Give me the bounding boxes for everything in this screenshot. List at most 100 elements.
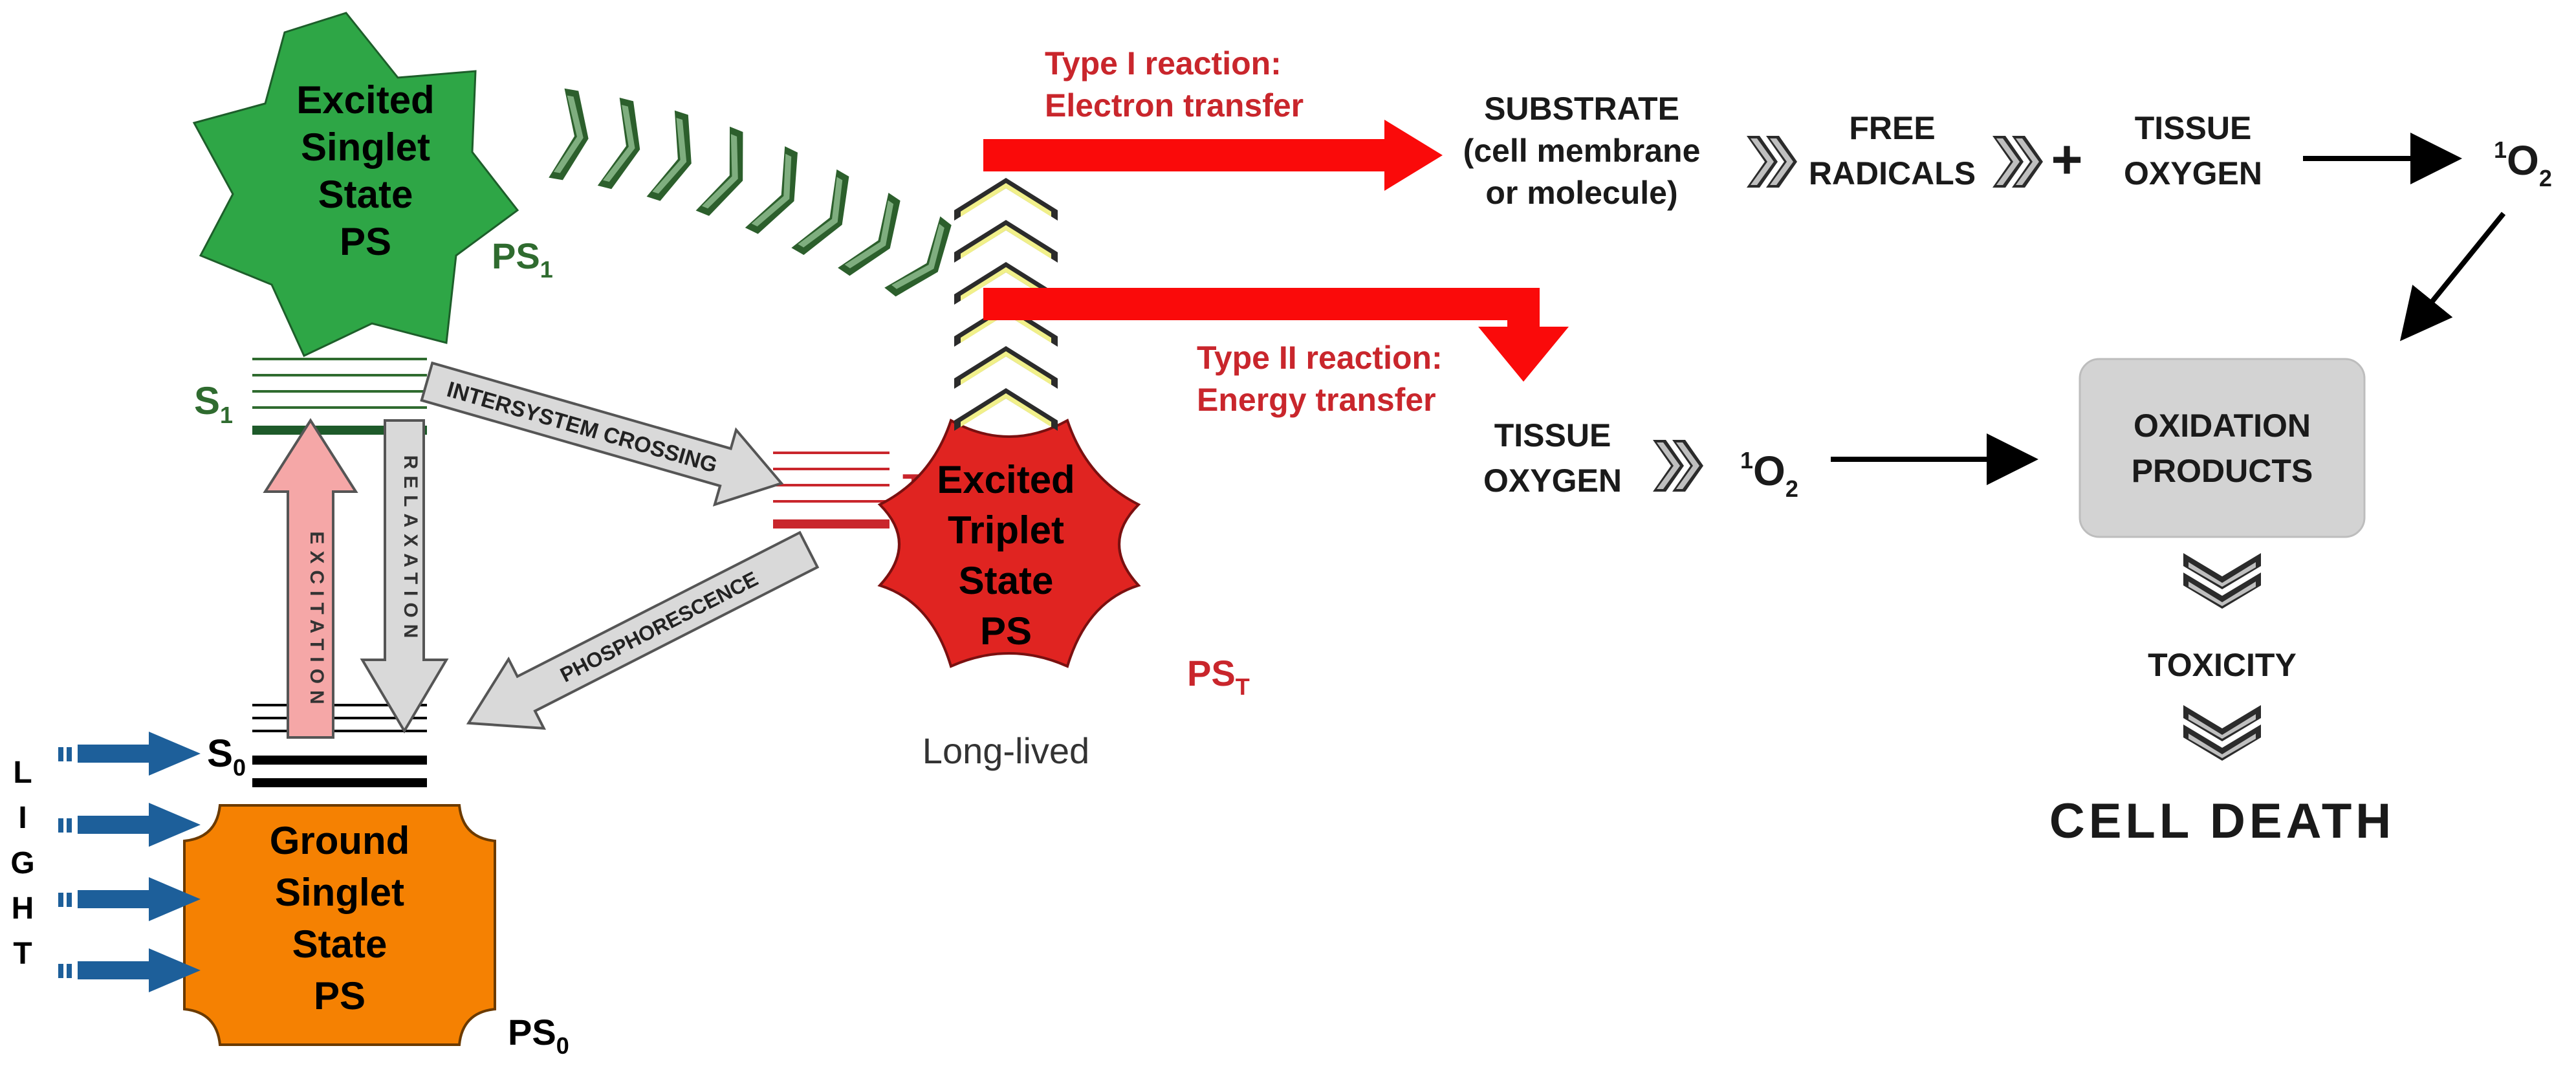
excited-triplet-shape [877, 419, 1141, 668]
t-levels [773, 452, 890, 529]
ps1-sub: 1 [540, 256, 553, 283]
substrate-line-1: SUBSTRATE [1484, 91, 1679, 127]
toxicity-label: TOXICITY [2148, 647, 2297, 683]
singlet-oxygen-2-sup: 1 [1740, 447, 1753, 474]
yellow-chevron [954, 178, 1058, 221]
excited-singlet-line-1: Excited [296, 78, 434, 122]
ps1-main: PS [492, 235, 540, 276]
light-arrow [58, 877, 201, 921]
ground-singlet-line-2: Singlet [275, 871, 404, 914]
singlet-oxygen-1: 1O2 [2494, 136, 2552, 191]
pst-main: PS [1187, 653, 1236, 693]
excited-singlet-state: Excited Singlet State PS [192, 12, 519, 358]
green-chevron [646, 110, 706, 207]
chevron-radicals-to-oxygen [1992, 136, 2043, 188]
free-radicals-line-1: FREE [1849, 110, 1935, 146]
light-letter: H [12, 891, 34, 926]
singlet-oxygen-2: 1O2 [1740, 447, 1798, 502]
ps0-tag: PS0 [508, 1012, 569, 1059]
excited-singlet-line-3: State [318, 173, 413, 216]
ground-singlet-state: Ground Singlet State PS [183, 804, 496, 1046]
type1-title: Type I reaction: [1045, 45, 1282, 82]
s1-label: S1 [194, 379, 233, 428]
arrow-oxygen-to-oxidation [2399, 212, 2506, 342]
s0-label: S0 [207, 732, 246, 781]
s1-main: S [194, 379, 220, 422]
intersystem-crossing-arrow: INTERSYSTEM CROSSING [420, 361, 784, 507]
green-chevron [838, 192, 915, 287]
chevron-oxygen-to-singlet [1653, 440, 1703, 492]
ground-singlet-line-3: State [292, 922, 387, 966]
substrate-block: SUBSTRATE (cell membrane or molecule) [1463, 91, 1701, 211]
excited-triplet-state: Excited Triplet State PS [877, 419, 1141, 668]
excited-triplet-line-4: PS [980, 609, 1032, 653]
oxidation-line-2: PRODUCTS [2132, 453, 2313, 489]
light-arrow [58, 803, 201, 847]
excited-triplet-line-1: Excited [937, 458, 1075, 501]
light-arrow [58, 948, 201, 992]
type2-tissue-oxygen: TISSUE OXYGEN [1483, 417, 1622, 499]
plus-sign: + [2051, 129, 2082, 190]
yellow-chevron [954, 388, 1058, 431]
green-chevron [695, 126, 760, 223]
s1-sub: 1 [220, 402, 233, 428]
s1-levels [252, 358, 427, 435]
type1-tissue-oxygen-line-2: OXYGEN [2124, 155, 2262, 191]
phosphorescence-label: PHOSPHORESCENCE [556, 567, 761, 686]
green-chevron [549, 88, 596, 184]
type1-subtitle: Electron transfer [1045, 87, 1304, 124]
oxidation-line-1: OXIDATION [2134, 408, 2311, 444]
singlet-oxygen-2-main: O [1753, 448, 1785, 494]
ground-singlet-shape [183, 804, 496, 1046]
type2-subtitle: Energy transfer [1197, 382, 1436, 418]
yellow-chevron [954, 346, 1058, 389]
excited-singlet-line-4: PS [340, 220, 391, 263]
relaxation-arrow: RELAXATION [360, 419, 449, 734]
light-letter: T [13, 937, 32, 971]
type2-arrow [983, 288, 1569, 382]
ps0-main: PS [508, 1012, 556, 1052]
excited-singlet-line-2: Singlet [301, 125, 430, 169]
green-chevron-trail [549, 88, 966, 308]
singlet-oxygen-1-sub: 2 [2539, 165, 2552, 191]
type2-title: Type II reaction: [1197, 340, 1443, 376]
free-radicals-block: FREE RADICALS [1809, 110, 1976, 191]
ground-singlet-line-4: PS [314, 974, 366, 1018]
ground-singlet-line-1: Ground [270, 819, 410, 862]
s0-main: S [207, 732, 233, 775]
yellow-chevron [954, 220, 1058, 263]
intersystem-crossing-label: INTERSYSTEM CROSSING [444, 377, 720, 478]
excited-triplet-line-2: Triplet [948, 508, 1064, 552]
excited-singlet-star-shape [192, 12, 519, 358]
light-arrow [58, 732, 201, 776]
type2-tissue-oxygen-line-1: TISSUE [1494, 417, 1611, 453]
excitation-arrow: EXCITATION [263, 418, 358, 739]
singlet-oxygen-1-main: O [2507, 137, 2539, 184]
type2-tissue-oxygen-line-2: OXYGEN [1483, 463, 1622, 499]
chevron-substrate-to-radicals [1747, 136, 1797, 188]
light-arrows [58, 732, 201, 992]
phosphorescence-arrow: PHOSPHORESCENCE [466, 530, 820, 730]
type1-tissue-oxygen: TISSUE OXYGEN [2124, 110, 2262, 191]
oxidation-products-box: OXIDATION PRODUCTS [2079, 358, 2366, 538]
type1-arrow [983, 120, 1443, 191]
singlet-oxygen-1-sup: 1 [2494, 136, 2507, 163]
excitation-label: EXCITATION [306, 531, 327, 710]
pst-sub: T [1236, 673, 1250, 700]
pst-tag: PST [1187, 653, 1250, 700]
free-radicals-line-2: RADICALS [1809, 155, 1976, 191]
ps0-sub: 0 [556, 1032, 569, 1059]
s0-sub: 0 [233, 754, 246, 781]
singlet-oxygen-2-sub: 2 [1785, 475, 1798, 502]
green-chevron [597, 98, 651, 193]
cell-death-label: CELL DEATH [2049, 794, 2395, 849]
light-letter: L [13, 756, 32, 790]
ps1-tag: PS1 [492, 235, 553, 283]
excited-triplet-line-3: State [959, 559, 1054, 602]
relaxation-label: RELAXATION [400, 455, 421, 645]
substrate-line-2: (cell membrane [1463, 133, 1701, 169]
green-chevron [884, 216, 966, 308]
type1-tissue-oxygen-line-1: TISSUE [2135, 110, 2252, 146]
long-lived-note: Long-lived [922, 730, 1089, 771]
